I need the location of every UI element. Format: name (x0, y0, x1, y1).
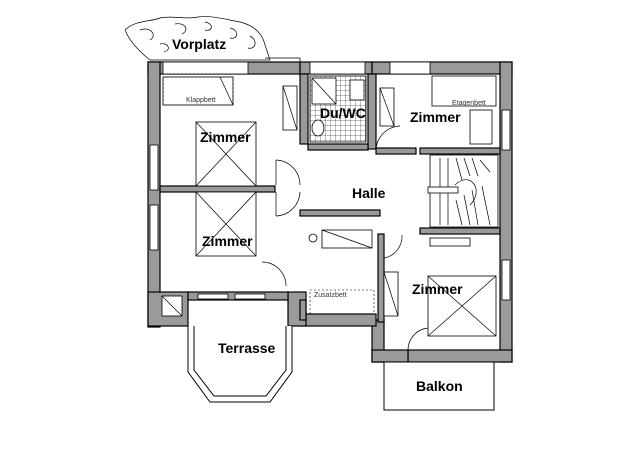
room-label-vorplatz: Vorplatz (172, 36, 226, 52)
halle-fixtures (308, 229, 471, 249)
room-label-duwc: Du/WC (320, 105, 366, 121)
windows (149, 61, 511, 301)
room-label-zimmer-top-right: Zimmer (410, 109, 461, 125)
room-label-balkon: Balkon (416, 378, 463, 394)
door-swings (261, 125, 431, 351)
corner-fixture (161, 295, 183, 317)
room-label-zimmer-top-left: Zimmer (200, 129, 251, 145)
balkon-outline (383, 361, 495, 411)
terrasse-outline (187, 326, 293, 403)
room-label-zimmer-lower-right: Zimmer (412, 281, 463, 297)
klappbett-furniture (162, 76, 298, 131)
room-label-terrasse: Terrasse (218, 340, 276, 356)
etagenbett-furniture (379, 75, 497, 145)
furniture-label-zusatzbett: Zusatzbett (314, 292, 347, 299)
room-label-zimmer-mid-left: Zimmer (202, 233, 253, 249)
staircase (427, 154, 499, 228)
interior-walls (159, 73, 501, 323)
furniture-label-klappbett: Klappbett (186, 97, 216, 104)
bathroom-fixtures (309, 75, 367, 143)
zusatzbett-furniture (309, 289, 375, 315)
furniture-label-etagenbett: Etagenbett (452, 100, 486, 107)
bed-top-left (195, 121, 257, 187)
rock-garden (124, 16, 301, 62)
room-label-halle: Halle (352, 185, 386, 201)
bed-mid-left (195, 191, 257, 257)
bed-lower-right (383, 271, 497, 337)
